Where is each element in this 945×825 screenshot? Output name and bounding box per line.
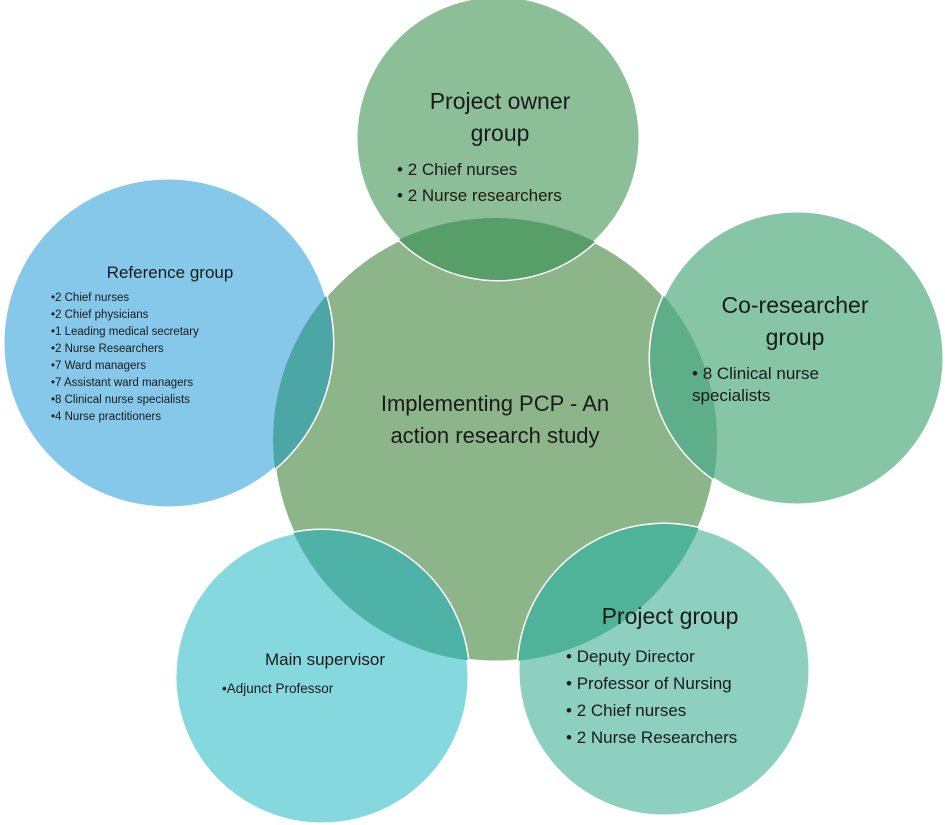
- list-item: 2 Nurse Researchers: [51, 341, 251, 358]
- center-title: Implementing PCP - An action research st…: [380, 391, 610, 448]
- list-item: Professor of Nursing: [566, 670, 796, 697]
- overlap-supervisor-center: [273, 530, 469, 662]
- project-owner-title: Project owner group: [429, 88, 571, 146]
- list-item: 1 Leading medical secretary: [51, 324, 251, 341]
- main-supervisor-members: Adjunct Professor: [222, 680, 392, 697]
- list-item: Adjunct Professor: [222, 680, 392, 697]
- overlap-project-center: [518, 524, 717, 662]
- list-item: 2 Chief nurses: [397, 157, 627, 183]
- co-researcher-title: Co-researcher group: [721, 292, 869, 350]
- list-item: 2 Chief nurses: [51, 290, 251, 307]
- project-group-members: Deputy Director Professor of Nursing 2 C…: [566, 643, 796, 751]
- list-item: 2 Nurse researchers: [397, 183, 627, 209]
- project-group-title: Project group: [601, 603, 739, 629]
- main-supervisor-title: Main supervisor: [265, 650, 385, 669]
- list-item: 8 Clinical nurse specialists: [51, 392, 251, 409]
- list-item: 2 Chief physicians: [51, 307, 251, 324]
- reference-group-members: 2 Chief nurses 2 Chief physicians 1 Lead…: [51, 290, 251, 426]
- reference-group-title: Reference group: [106, 263, 234, 282]
- list-item: 7 Ward managers: [51, 358, 251, 375]
- co-researcher-members: 8 Clinical nurse specialists: [692, 363, 872, 407]
- list-item: 7 Assistant ward managers: [51, 375, 251, 392]
- list-item: 2 Nurse Researchers: [566, 724, 796, 751]
- list-item: 4 Nurse practitioners: [51, 409, 251, 426]
- list-item: 2 Chief nurses: [566, 697, 796, 724]
- list-item: 8 Clinical nurse specialists: [692, 363, 872, 407]
- project-owner-members: 2 Chief nurses 2 Nurse researchers: [397, 157, 627, 209]
- list-item: Deputy Director: [566, 643, 796, 670]
